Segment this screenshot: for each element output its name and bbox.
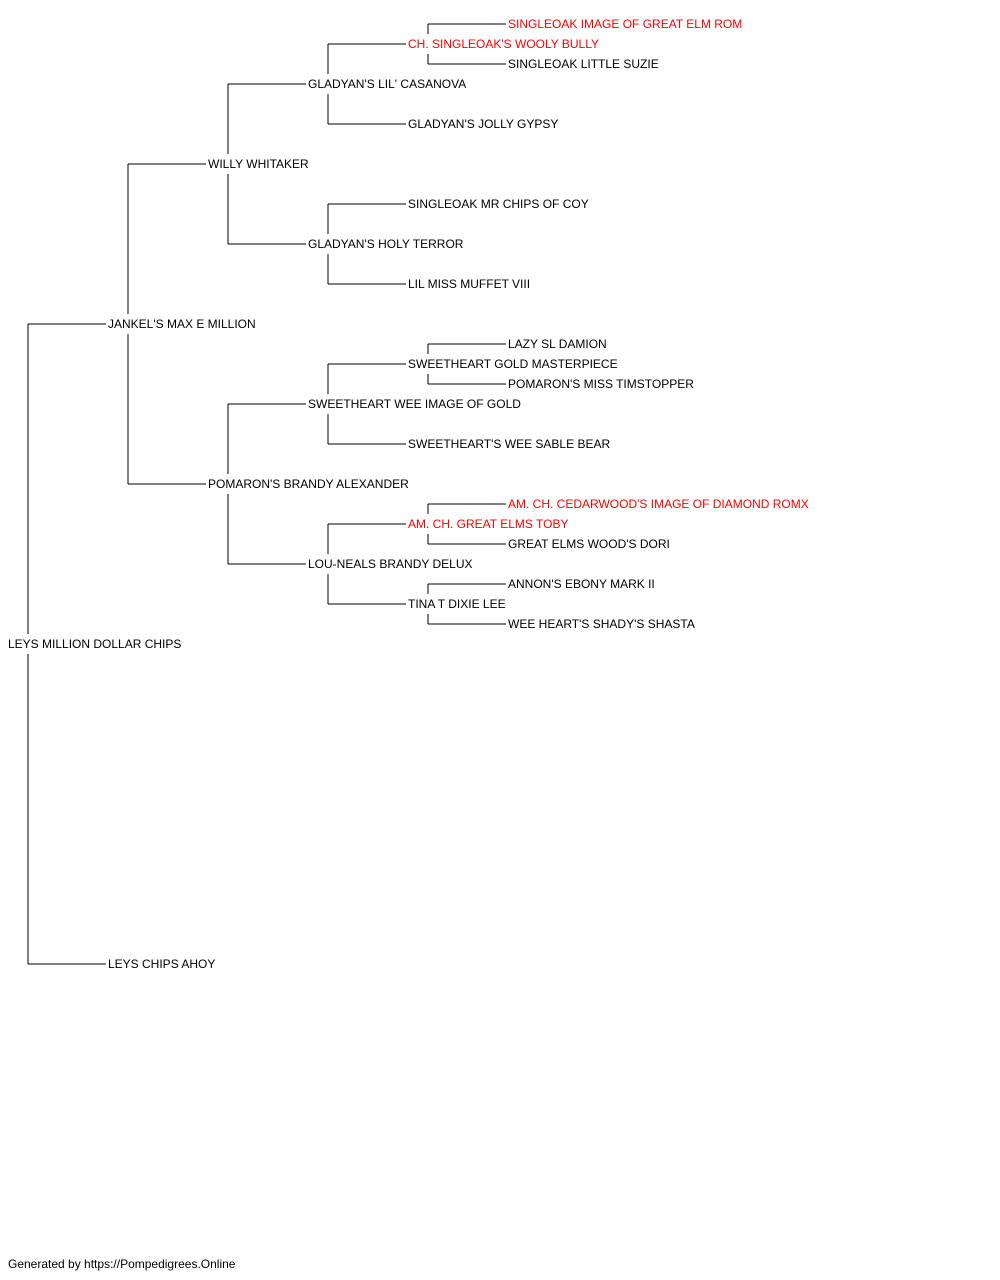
ancestor-jankel-s-max-e-million: JANKEL'S MAX E MILLION bbox=[108, 317, 256, 331]
generated-by-footer: Generated by https://Pompedigrees.Online bbox=[8, 1257, 236, 1271]
ancestor-leys-chips-ahoy: LEYS CHIPS AHOY bbox=[108, 957, 216, 971]
ancestor-annon-s-ebony-mark-ii: ANNON'S EBONY MARK II bbox=[508, 577, 655, 591]
ancestor-lazy-sl-damion: LAZY SL DAMION bbox=[508, 337, 607, 351]
ancestor-gladyan-s-jolly-gypsy: GLADYAN'S JOLLY GYPSY bbox=[408, 117, 559, 131]
ancestor-singleoak-little-suzie: SINGLEOAK LITTLE SUZIE bbox=[508, 57, 659, 71]
ancestor-ch-singleoak-s-wooly-bully: CH. SINGLEOAK'S WOOLY BULLY bbox=[408, 37, 600, 51]
ancestor-sweetheart-s-wee-sable-bear: SWEETHEART'S WEE SABLE BEAR bbox=[408, 437, 611, 451]
ancestor-sweetheart-wee-image-of-gold: SWEETHEART WEE IMAGE OF GOLD bbox=[308, 397, 521, 411]
ancestor-lil-miss-muffet-viii: LIL MISS MUFFET VIII bbox=[408, 277, 531, 291]
ancestor-willy-whitaker: WILLY WHITAKER bbox=[208, 157, 309, 171]
ancestor-pomaron-s-brandy-alexander: POMARON'S BRANDY ALEXANDER bbox=[208, 477, 409, 491]
ancestor-gladyan-s-lil-casanova: GLADYAN'S LIL' CASANOVA bbox=[308, 77, 467, 91]
ancestor-tina-t-dixie-lee: TINA T DIXIE LEE bbox=[408, 597, 506, 611]
ancestor-pomaron-s-miss-timstopper: POMARON'S MISS TIMSTOPPER bbox=[508, 377, 694, 391]
ancestor-leys-million-dollar-chips: LEYS MILLION DOLLAR CHIPS bbox=[8, 637, 182, 651]
ancestor-great-elms-wood-s-dori: GREAT ELMS WOOD'S DORI bbox=[508, 537, 670, 551]
ancestor-sweetheart-gold-masterpiece: SWEETHEART GOLD MASTERPIECE bbox=[408, 357, 618, 371]
ancestor-lou-neals-brandy-delux: LOU-NEALS BRANDY DELUX bbox=[308, 557, 473, 571]
ancestor-singleoak-mr-chips-of-coy: SINGLEOAK MR CHIPS OF COY bbox=[408, 197, 589, 211]
ancestor-gladyan-s-holy-terror: GLADYAN'S HOLY TERROR bbox=[308, 237, 464, 251]
ancestor-singleoak-image-of-great-elm-rom: SINGLEOAK IMAGE OF GREAT ELM ROM bbox=[508, 17, 743, 31]
ancestor-am-ch-cedarwood-s-image-of-diamond-romx: AM. CH. CEDARWOOD'S IMAGE OF DIAMOND ROM… bbox=[508, 497, 809, 511]
ancestor-am-ch-great-elms-toby: AM. CH. GREAT ELMS TOBY bbox=[408, 517, 569, 531]
ancestor-wee-heart-s-shady-s-shasta: WEE HEART'S SHADY'S SHASTA bbox=[508, 617, 695, 631]
